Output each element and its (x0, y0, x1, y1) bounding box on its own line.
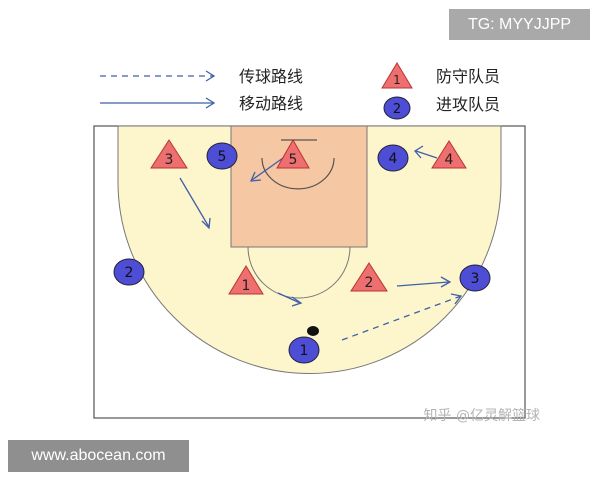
move-arrow-d4 (414, 145, 438, 159)
watermark-tag: TG: MYYJJPP (449, 9, 590, 40)
legend-defender-label: 防守队员 (436, 67, 500, 86)
paint-area (230, 125, 368, 248)
svg-text:5: 5 (289, 152, 298, 168)
svg-text:4: 4 (445, 152, 454, 168)
attacker-2: 2 (113, 258, 145, 286)
pass-arrow (341, 293, 463, 341)
svg-text:4: 4 (389, 151, 398, 167)
free-throw-circle (247, 246, 351, 299)
attacker-3: 3 (459, 264, 491, 292)
defender-2: 2 (350, 262, 388, 292)
svg-text:5: 5 (218, 149, 227, 165)
defender-4: 4 (431, 140, 467, 169)
legend-pass-line (100, 70, 216, 82)
svg-text:3: 3 (471, 271, 480, 287)
svg-text:1: 1 (393, 73, 401, 87)
zhihu-watermark: 知乎 @亿灵解篮球 (423, 408, 540, 424)
legend-attacker-label: 进攻队员 (436, 95, 500, 114)
svg-text:1: 1 (242, 278, 251, 294)
attacker-4: 4 (377, 144, 409, 172)
defender-5: 5 (276, 138, 310, 169)
svg-text:2: 2 (393, 102, 401, 117)
legend-attacker-icon: 2 (383, 96, 411, 120)
legend-move-line (100, 97, 216, 109)
move-arrow-d2 (396, 276, 452, 288)
legend-defender-icon: 1 (381, 62, 413, 89)
svg-text:3: 3 (165, 152, 174, 168)
move-arrows (179, 145, 452, 307)
defender-1: 1 (228, 265, 264, 295)
legend-move-label: 移动路线 (239, 94, 303, 113)
move-arrow-d5 (249, 157, 284, 182)
svg-text:2: 2 (125, 265, 134, 281)
attacker-5: 5 (206, 142, 238, 170)
legend-pass-label: 传球路线 (239, 67, 303, 86)
move-arrow-d3 (179, 177, 211, 230)
defender-3: 3 (150, 139, 188, 169)
ball-icon (307, 326, 319, 336)
svg-text:2: 2 (365, 275, 374, 291)
site-tag: www.abocean.com (8, 440, 189, 472)
move-arrow-d1 (277, 292, 303, 307)
svg-text:1: 1 (300, 343, 309, 359)
attacker-1: 1 (288, 336, 320, 364)
